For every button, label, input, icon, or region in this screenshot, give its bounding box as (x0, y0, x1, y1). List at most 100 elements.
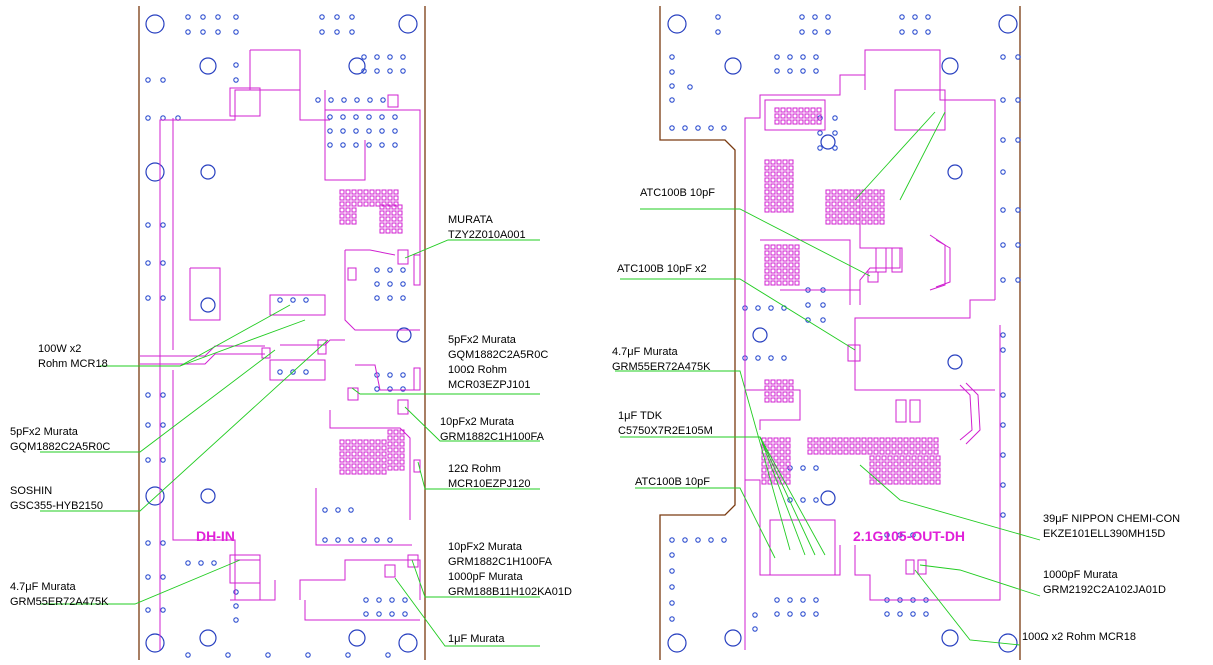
pad-square (399, 459, 405, 465)
via (233, 617, 239, 623)
pad-square (369, 445, 375, 451)
pad-square (881, 467, 887, 473)
via (387, 537, 393, 543)
pad-square (788, 159, 794, 165)
pad-square (339, 207, 345, 213)
pad-square (393, 465, 399, 471)
pad-square (357, 469, 363, 475)
pad-square (786, 113, 792, 119)
pad-square (764, 385, 770, 391)
pad-square (917, 455, 923, 461)
pad-square (788, 250, 794, 256)
via (912, 29, 918, 35)
label-murata-tzy-2: TZY2Z010A001 (448, 229, 526, 241)
pad-square (770, 256, 776, 262)
via (669, 537, 675, 543)
label-5p-gqm-left-1: 5pFx2 Murata (10, 426, 79, 438)
left-copper (140, 49, 421, 650)
pad-square (869, 479, 875, 485)
pad-square (935, 479, 941, 485)
via (1000, 277, 1006, 283)
pad-square (788, 268, 794, 274)
via (1000, 54, 1006, 60)
pad-square (776, 280, 782, 286)
pad-square (788, 256, 794, 262)
via (233, 589, 239, 595)
via (185, 560, 191, 566)
pad-square (825, 449, 831, 455)
pad-square (861, 195, 867, 201)
label-100ohm-x2-right: 100Ω x2 Rohm MCR18 (1022, 631, 1136, 643)
via (799, 29, 805, 35)
via (305, 652, 311, 658)
via (233, 29, 239, 35)
via (708, 125, 714, 131)
pad-square (770, 201, 776, 207)
pad-square (369, 439, 375, 445)
pad-square (339, 195, 345, 201)
pad-square (764, 177, 770, 183)
via (392, 114, 398, 120)
pad-square (911, 455, 917, 461)
via (1015, 242, 1021, 248)
label-soshin-1: SOSHIN (10, 485, 52, 497)
pad-square (933, 449, 939, 455)
via (820, 302, 826, 308)
via (392, 128, 398, 134)
pad-square (788, 183, 794, 189)
pad-square (788, 201, 794, 207)
pad-square (927, 443, 933, 449)
pad-square (935, 467, 941, 473)
via (145, 77, 151, 83)
pad-square (351, 201, 357, 207)
via (774, 68, 780, 74)
pad-square (397, 222, 403, 228)
pad-square (397, 228, 403, 234)
pad-square (399, 465, 405, 471)
via (813, 465, 819, 471)
pad-square (779, 455, 785, 461)
via (341, 97, 347, 103)
pad-square (813, 449, 819, 455)
via (687, 84, 693, 90)
pad-square (843, 443, 849, 449)
pad-square (393, 453, 399, 459)
pad-square (357, 189, 363, 195)
pad-square (921, 449, 927, 455)
pad-square (794, 250, 800, 256)
pad-square (351, 445, 357, 451)
pad-square (785, 473, 791, 479)
pad-square (385, 228, 391, 234)
pad-square (825, 219, 831, 225)
pad-square (849, 213, 855, 219)
via (774, 611, 780, 617)
pad-square (369, 469, 375, 475)
pad-square (807, 437, 813, 443)
pad-square (351, 189, 357, 195)
via (1000, 452, 1006, 458)
pad-square (887, 455, 893, 461)
via (832, 115, 838, 121)
pad-square (831, 207, 837, 213)
pad-square (375, 469, 381, 475)
via (327, 114, 333, 120)
pad-square (363, 445, 369, 451)
via (787, 68, 793, 74)
pad-square (387, 429, 393, 435)
pad-square (385, 216, 391, 222)
pad-square (899, 473, 905, 479)
via (340, 128, 346, 134)
via (813, 597, 819, 603)
pad-square (911, 461, 917, 467)
pad-square (831, 189, 837, 195)
pad-square (387, 453, 393, 459)
via (379, 128, 385, 134)
label-5p-gqm-left-2: GQM1882C2A5R0C (10, 441, 110, 453)
via (400, 54, 406, 60)
via (899, 14, 905, 20)
pad-square (788, 274, 794, 280)
pad-square (881, 461, 887, 467)
pad-square (849, 449, 855, 455)
pad-square (849, 443, 855, 449)
via (1000, 137, 1006, 143)
